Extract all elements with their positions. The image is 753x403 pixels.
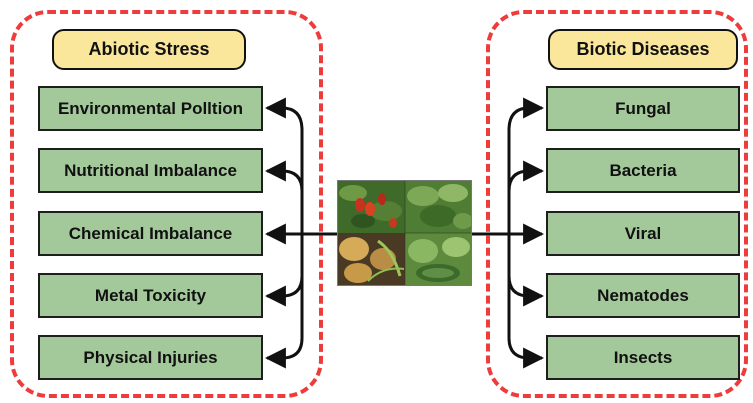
- abiotic-stress-title: Abiotic Stress: [52, 29, 246, 70]
- fungal-node: Fungal: [546, 86, 740, 131]
- arrow-to-nematodes: [507, 234, 545, 307]
- arrow-to-bacteria: [507, 160, 545, 234]
- abiotic-panel: [10, 10, 323, 398]
- arrow-to-insects: [507, 234, 545, 369]
- environmental-pollution-node: Environmental Polltion: [38, 86, 263, 131]
- chemical-imbalance-node: Chemical Imbalance: [38, 211, 263, 256]
- arrow-to-nutritional-imbalance: [264, 160, 304, 234]
- arrow-to-physical-injuries: [264, 234, 304, 369]
- nematodes-node: Nematodes: [546, 273, 740, 318]
- crop-disease-photo-collage: [337, 180, 472, 286]
- physical-injuries-node: Physical Injuries: [38, 335, 263, 380]
- nutritional-imbalance-node: Nutritional Imbalance: [38, 148, 263, 193]
- metal-toxicity-node: Metal Toxicity: [38, 273, 263, 318]
- biotic-panel: [486, 10, 748, 398]
- arrow-to-fungal: [507, 97, 545, 234]
- arrow-to-environmental-pollution: [264, 97, 304, 234]
- bacteria-node: Bacteria: [546, 148, 740, 193]
- biotic-diseases-title: Biotic Diseases: [548, 29, 738, 70]
- insects-node: Insects: [546, 335, 740, 380]
- arrow-to-metal-toxicity: [264, 234, 304, 307]
- viral-node: Viral: [546, 211, 740, 256]
